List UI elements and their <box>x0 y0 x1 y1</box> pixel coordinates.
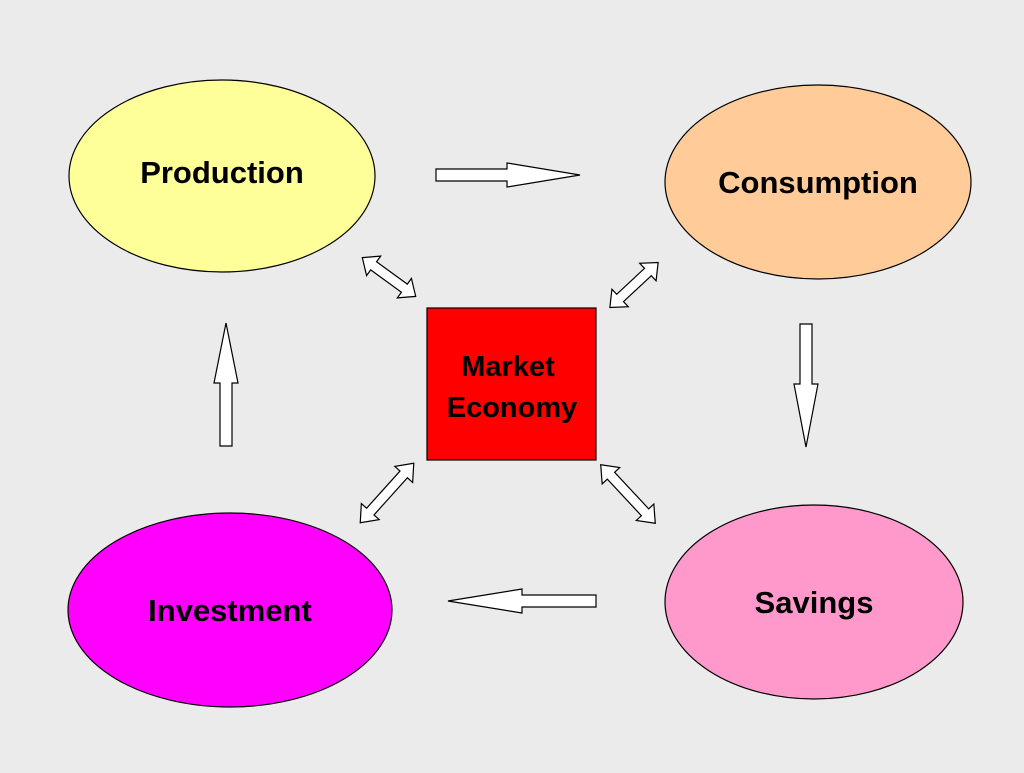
savings-node: Savings <box>664 504 964 700</box>
investment-ellipse <box>67 512 393 708</box>
production-label: Production <box>140 155 304 190</box>
consumption-ellipse <box>664 84 972 280</box>
investment-node: Investment <box>67 512 393 708</box>
savings-ellipse <box>664 504 964 700</box>
consumption-market-double-arrow <box>609 261 659 309</box>
consumption-node: Consumption <box>664 84 972 280</box>
savings-to-investment-arrow <box>447 588 597 614</box>
savings-label: Savings <box>755 585 874 620</box>
investment-market-double-arrow <box>359 462 415 524</box>
production-market-double-arrow <box>361 255 417 299</box>
production-ellipse <box>68 79 376 273</box>
savings-market-double-arrow <box>600 464 656 524</box>
consumption-to-savings-arrow <box>793 323 819 448</box>
consumption-label: Consumption <box>718 165 918 200</box>
production-node: Production <box>68 79 376 273</box>
market-economy-line2: Economy <box>447 392 578 424</box>
market-economy-rect <box>426 307 597 461</box>
investment-label: Investment <box>148 593 312 628</box>
investment-to-production-arrow <box>213 322 239 447</box>
market-economy-box: Market Economy <box>426 307 597 461</box>
production-to-consumption-arrow <box>435 162 581 188</box>
market-economy-line1: Market <box>461 351 555 383</box>
